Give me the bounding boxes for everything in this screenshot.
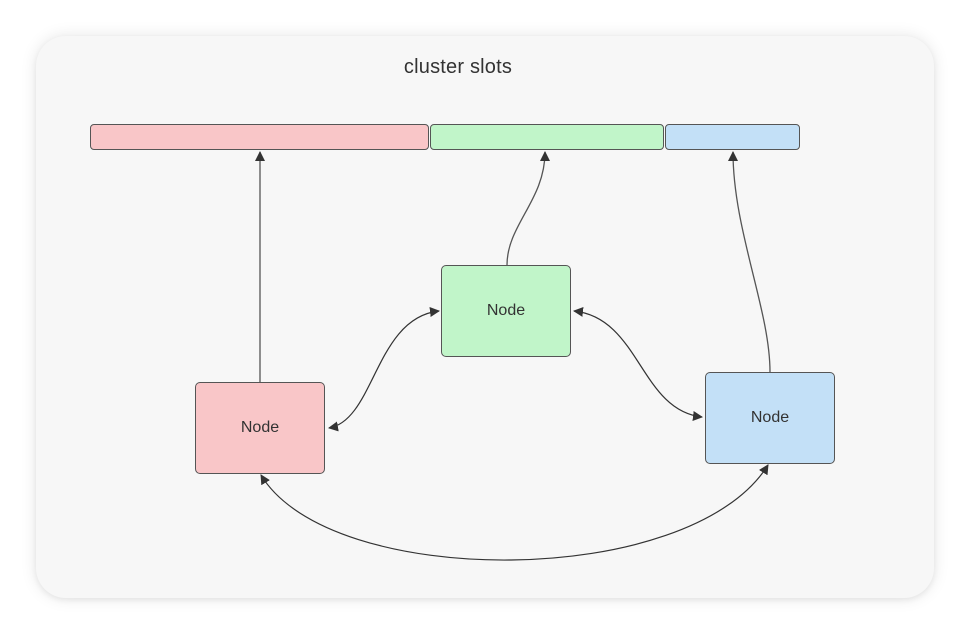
node-green-label: Node <box>486 302 526 319</box>
node-blue: Node <box>705 372 835 464</box>
node-green: Node <box>441 265 571 357</box>
diagram-title: cluster slots <box>403 56 513 78</box>
node-red: Node <box>195 382 325 474</box>
slot-range-blue <box>665 124 800 150</box>
slot-range-red <box>90 124 429 150</box>
node-blue-label: Node <box>750 409 790 426</box>
node-red-label: Node <box>240 419 280 436</box>
slot-range-green <box>430 124 664 150</box>
